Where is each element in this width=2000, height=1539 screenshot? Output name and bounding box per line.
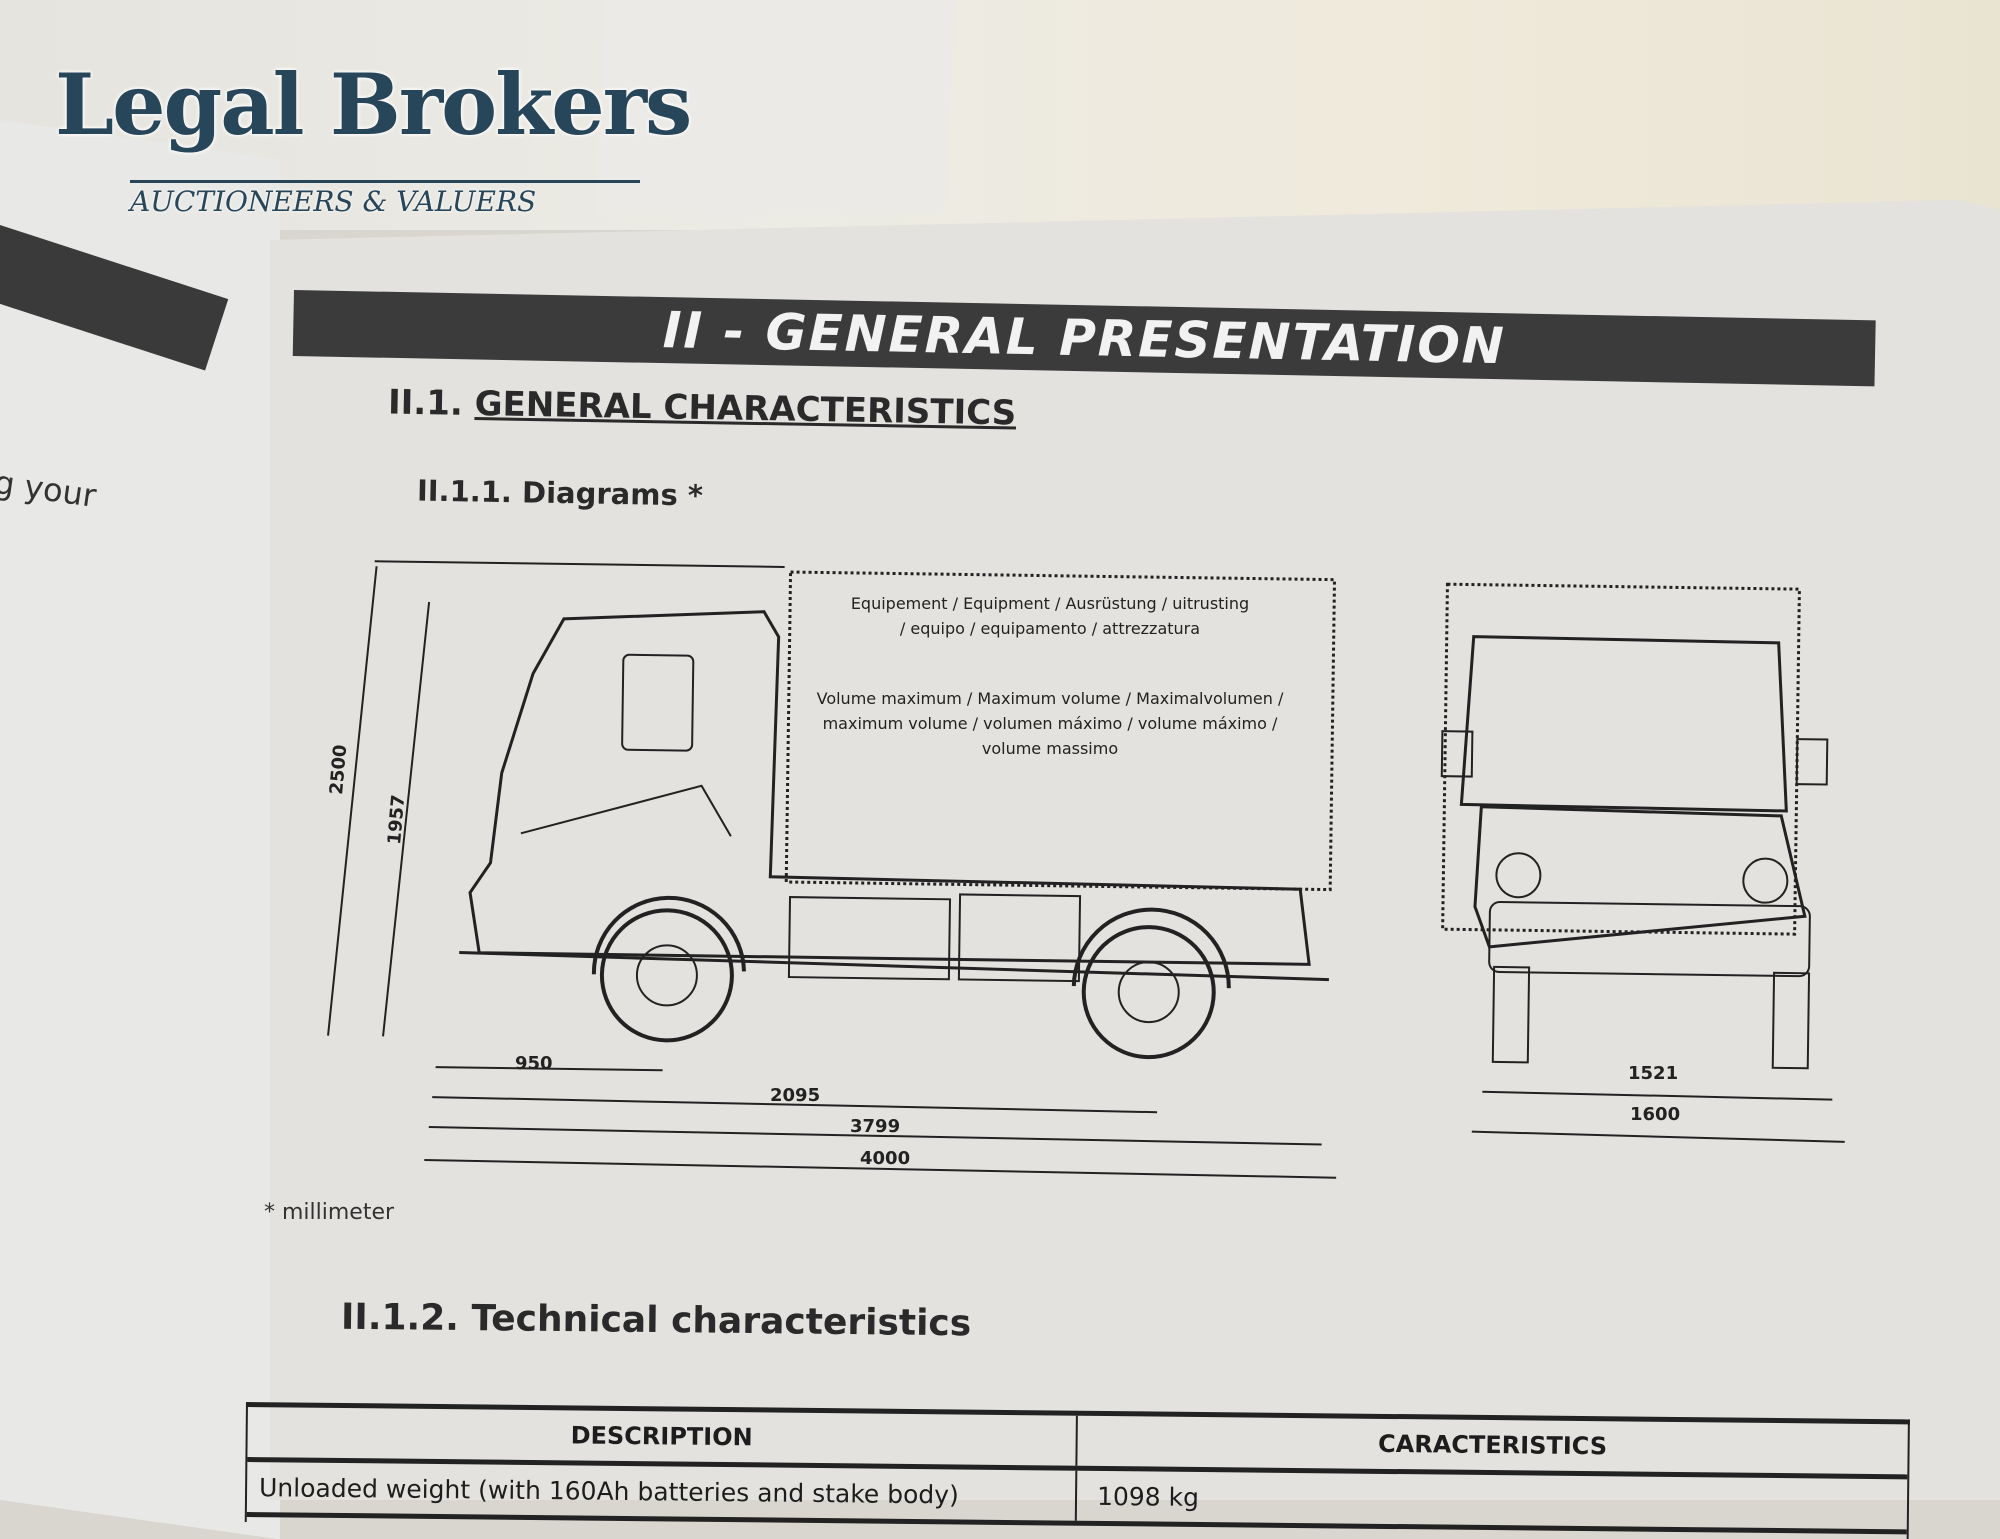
cell-value: 1098 kg <box>1096 1481 1200 1512</box>
document-page <box>270 200 2000 1500</box>
equipment-label-line2: / equipo / equipamento / attrezzatura <box>900 619 1200 638</box>
dim-width: 1600 <box>1630 1104 1680 1125</box>
technical-table: DESCRIPTION CARACTERISTICS Unloaded weig… <box>244 1402 1910 1539</box>
watermark-logo: Legal Brokers AUCTIONEERS & VALUERS <box>55 55 692 245</box>
footnote: * millimeter <box>264 1200 395 1225</box>
cargo-box-outline <box>784 570 1337 892</box>
logo-tagline: AUCTIONEERS & VALUERS <box>130 180 640 219</box>
volume-label-line2: maximum volume / volumen máximo / volume… <box>823 714 1278 733</box>
dim-length-total: 4000 <box>860 1148 910 1169</box>
vehicle-diagram: Equipement / Equipment / Ausrüstung / ui… <box>326 560 1845 1179</box>
dim-track: 1521 <box>1628 1063 1678 1084</box>
dim-length-chassis: 3799 <box>850 1116 900 1137</box>
dimension-lines <box>327 560 1845 1179</box>
header-characteristics: CARACTERISTICS <box>1377 1429 1608 1461</box>
cell-description: Unloaded weight (with 160Ah batteries an… <box>246 1462 1078 1521</box>
background <box>0 0 2000 230</box>
header-description: DESCRIPTION <box>247 1407 1078 1466</box>
truck-front-view <box>1440 582 1829 1070</box>
volume-label-line1: Volume maximum / Maximum volume / Maxima… <box>817 689 1284 708</box>
dim-height-total: 2500 <box>326 744 351 796</box>
equipment-label-line1: Equipement / Equipment / Ausrüstung / ui… <box>851 594 1249 613</box>
dim-height-cab: 1957 <box>384 794 409 846</box>
subsection-heading-technical: II.1.2. Technical characteristics <box>340 1296 972 1345</box>
volume-label-line3: volume massimo <box>982 739 1118 758</box>
logo-name: Legal Brokers <box>55 55 692 154</box>
truck-side-view <box>459 610 1329 1060</box>
dim-front-overhang: 950 <box>515 1053 553 1074</box>
dim-wheelbase: 2095 <box>770 1085 820 1106</box>
